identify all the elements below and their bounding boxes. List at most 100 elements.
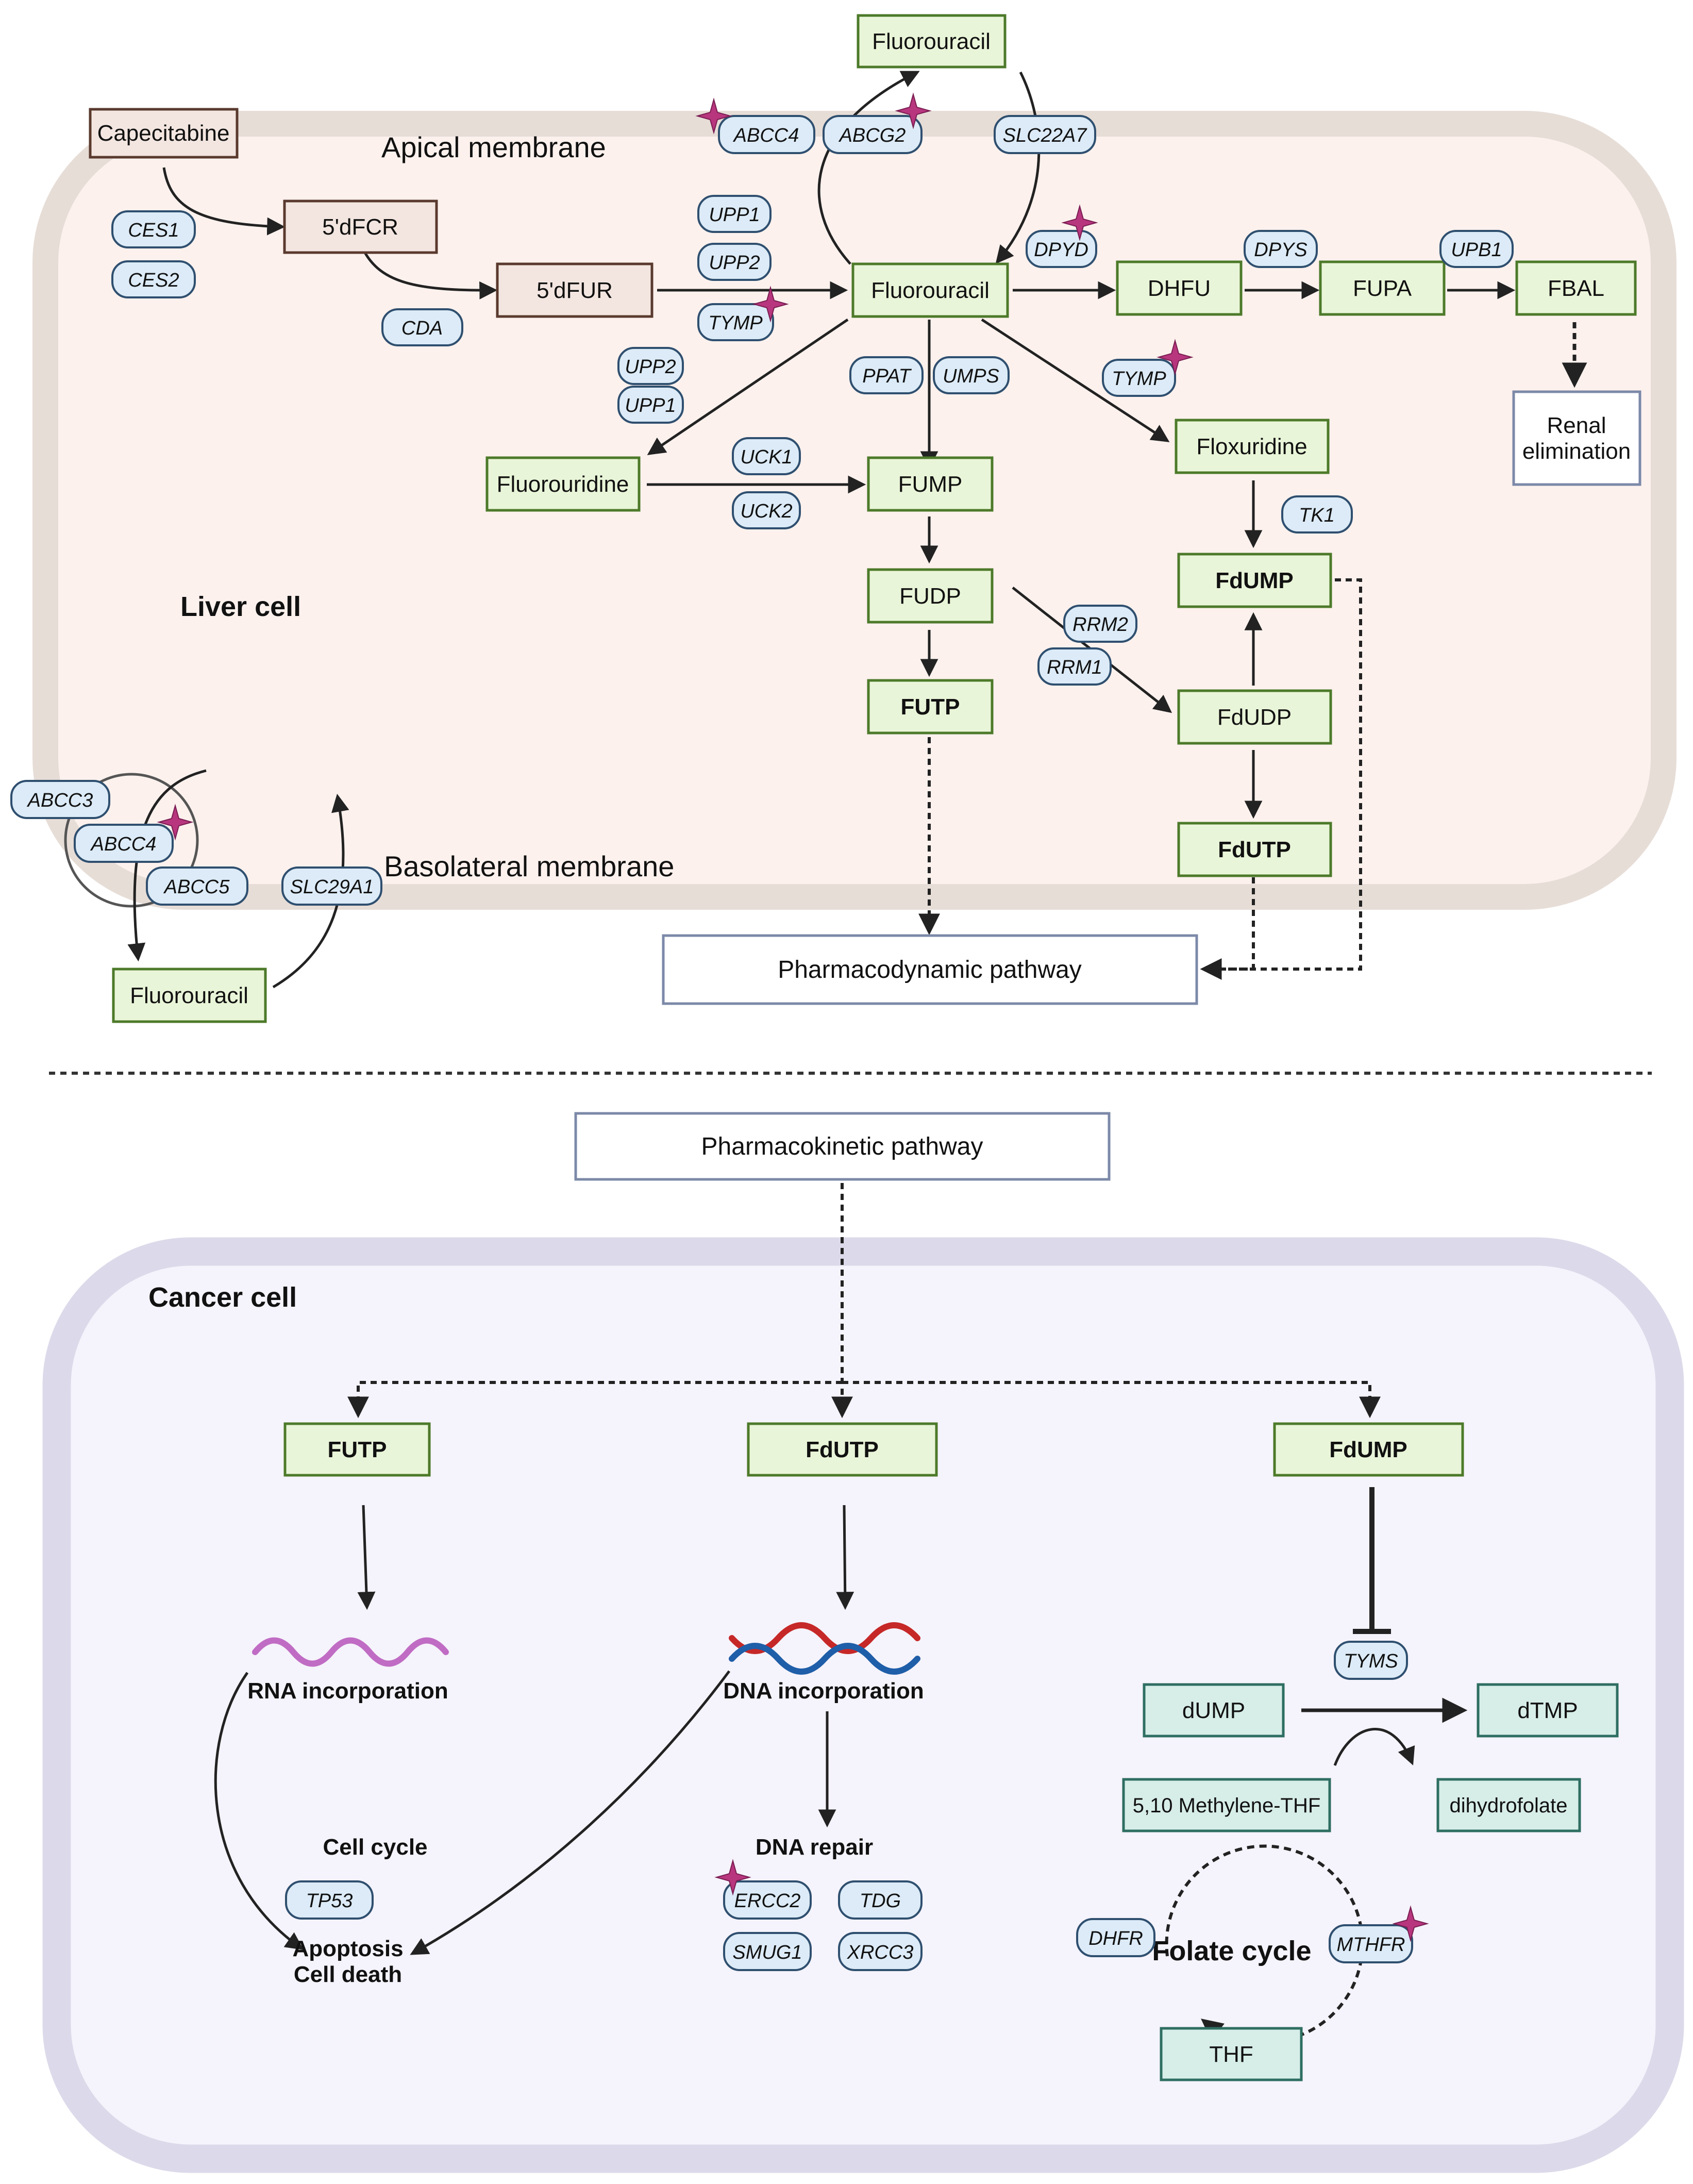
fluorouracil-top-box: Fluorouracil <box>857 14 1007 69</box>
svg-text:RRM2: RRM2 <box>1072 614 1128 636</box>
fluorouridine-box: Fluorouridine <box>485 456 641 512</box>
gene-tdg: TDG <box>838 1880 923 1920</box>
genes-liver: CES1 CES2 CDA UPP1 UPP2 TYMP ABCC4 ABCG2… <box>10 115 1514 906</box>
gene-rrm1: RRM1 <box>1037 647 1112 686</box>
5dfur-box: 5'dFUR <box>496 262 653 318</box>
gene-upp1-a: UPP1 <box>697 195 772 233</box>
svg-text:5'dFCR: 5'dFCR <box>322 214 398 240</box>
gene-smug1: SMUG1 <box>723 1932 812 1971</box>
gene-umps: UMPS <box>933 356 1010 394</box>
arrow-methylene-dihydrofolate <box>1333 1728 1415 1766</box>
svg-text:XRCC3: XRCC3 <box>847 1942 914 1963</box>
arrow-futp-rna <box>357 1505 376 1610</box>
arrow-5dfcr-5dfur <box>363 252 498 299</box>
apoptosis-label: Apoptosis <box>292 1936 403 1961</box>
cancer-arrows <box>214 1183 1468 2044</box>
5dfcr-box: 5'dFCR <box>283 199 438 254</box>
svg-text:FUPA: FUPA <box>1353 276 1412 301</box>
rna-incorporation-label: RNA incorporation <box>247 1678 448 1704</box>
gene-ces1: CES1 <box>111 210 196 248</box>
svg-text:Fluorouracil: Fluorouracil <box>872 29 991 54</box>
svg-text:FdUDP: FdUDP <box>1217 705 1292 730</box>
dtmp-box: dTMP <box>1477 1683 1619 1738</box>
svg-text:Fluorouracil: Fluorouracil <box>130 983 248 1008</box>
svg-text:dihydrofolate: dihydrofolate <box>1449 1794 1567 1817</box>
gene-abcg2: ABCG2 <box>823 115 923 154</box>
gene-tp53: TP53 <box>285 1880 374 1920</box>
arrow-fluorouracil-fluorouridine <box>647 318 849 455</box>
svg-text:SMUG1: SMUG1 <box>732 1942 802 1963</box>
cancer-cell-label: Cancer cell <box>148 1282 297 1313</box>
capecitabine-box: Capecitabine <box>89 108 239 159</box>
rna-strand-icon <box>252 1637 449 1667</box>
svg-text:THF: THF <box>1209 2042 1253 2067</box>
gene-ces2: CES2 <box>111 260 196 298</box>
svg-text:FBAL: FBAL <box>1548 276 1604 301</box>
gene-upp2-a: UPP2 <box>697 243 772 281</box>
svg-text:RRM1: RRM1 <box>1047 657 1102 678</box>
gene-upp2-b: UPP2 <box>617 347 684 385</box>
gene-tymp-a: TYMP <box>697 303 774 341</box>
svg-text:UMPS: UMPS <box>943 365 999 387</box>
cell-cycle-label: Cell cycle <box>323 1835 427 1860</box>
svg-text:ABCC4: ABCC4 <box>733 125 799 146</box>
svg-text:DPYS: DPYS <box>1254 239 1307 261</box>
svg-text:Fluorouracil: Fluorouracil <box>871 278 990 303</box>
pharmacokinetic-pathway-box: Pharmacokinetic pathway <box>574 1112 1111 1181</box>
dihydrofolate-box: dihydrofolate <box>1436 1778 1581 1832</box>
svg-text:elimination: elimination <box>1522 439 1631 464</box>
apical-membrane-label: Apical membrane <box>381 131 606 163</box>
fluorouracil-center-box: Fluorouracil <box>851 262 1009 318</box>
cancer-cell-membrane <box>42 1237 1684 2173</box>
futp-cancer-box: FUTP <box>283 1422 431 1477</box>
gene-abcc4-top: ABCC4 <box>718 115 815 154</box>
gene-abcc3: ABCC3 <box>10 780 110 819</box>
arrow-influx-basolateral <box>272 793 349 989</box>
gene-dhfr: DHFR <box>1076 1918 1155 1957</box>
svg-text:CES1: CES1 <box>128 220 179 241</box>
dna-repair-label: DNA repair <box>756 1835 873 1860</box>
svg-text:PPAT: PPAT <box>862 365 912 387</box>
dhfu-box: DHFU <box>1116 260 1243 316</box>
svg-text:FdUTP: FdUTP <box>1218 837 1291 862</box>
gene-tyms: TYMS <box>1334 1641 1408 1680</box>
svg-text:UPP2: UPP2 <box>625 356 676 378</box>
svg-text:UPP2: UPP2 <box>709 252 760 274</box>
fupa-box: FUPA <box>1319 260 1446 316</box>
arrow-slc22a7-influx <box>995 71 1041 264</box>
arrow-fluorouracil-efflux <box>817 71 920 265</box>
svg-text:UPP1: UPP1 <box>625 395 676 416</box>
gene-xrcc3: XRCC3 <box>838 1932 923 1971</box>
svg-text:UPP1: UPP1 <box>709 204 760 226</box>
svg-text:FUDP: FUDP <box>899 583 961 609</box>
svg-text:CES2: CES2 <box>128 270 179 291</box>
basolateral-membrane-label: Basolateral membrane <box>384 850 674 882</box>
svg-text:ERCC2: ERCC2 <box>734 1890 801 1912</box>
gene-ercc2: ERCC2 <box>723 1880 812 1920</box>
svg-text:UCK2: UCK2 <box>740 501 792 522</box>
fdutp-liver-box: FdUTP <box>1177 822 1332 877</box>
svg-text:CDA: CDA <box>401 318 443 339</box>
gene-tymp-b: TYMP <box>1102 359 1176 397</box>
arrow-fdutp-dna <box>836 1505 854 1610</box>
gene-slc29a1: SLC29A1 <box>281 866 382 906</box>
svg-text:Fluorouridine: Fluorouridine <box>497 472 629 497</box>
svg-text:ABCC3: ABCC3 <box>27 790 93 811</box>
arrow-fluorouracil-floxuridine <box>981 318 1170 442</box>
dna-helix-icon <box>729 1622 920 1675</box>
svg-text:DHFR: DHFR <box>1088 1928 1143 1949</box>
gene-upb1: UPB1 <box>1439 230 1514 268</box>
gene-tk1: TK1 <box>1281 495 1353 534</box>
methylene-thf-box: 5,10 Methylene-THF <box>1122 1778 1331 1832</box>
svg-text:dTMP: dTMP <box>1517 1698 1578 1723</box>
svg-text:MTHFR: MTHFR <box>1337 1934 1405 1956</box>
svg-text:Renal: Renal <box>1547 413 1606 438</box>
svg-text:FdUTP: FdUTP <box>806 1437 879 1462</box>
fdudp-box: FdUDP <box>1177 689 1332 745</box>
gene-slc22a7: SLC22A7 <box>994 115 1096 154</box>
arrow-capecitabine-5dfcr <box>162 167 286 236</box>
arrow-rna-apoptosis <box>214 1672 304 1950</box>
arrow-fdump-pd <box>1200 578 1362 980</box>
svg-text:TYMP: TYMP <box>1112 368 1166 390</box>
dump-box: dUMP <box>1143 1683 1285 1738</box>
